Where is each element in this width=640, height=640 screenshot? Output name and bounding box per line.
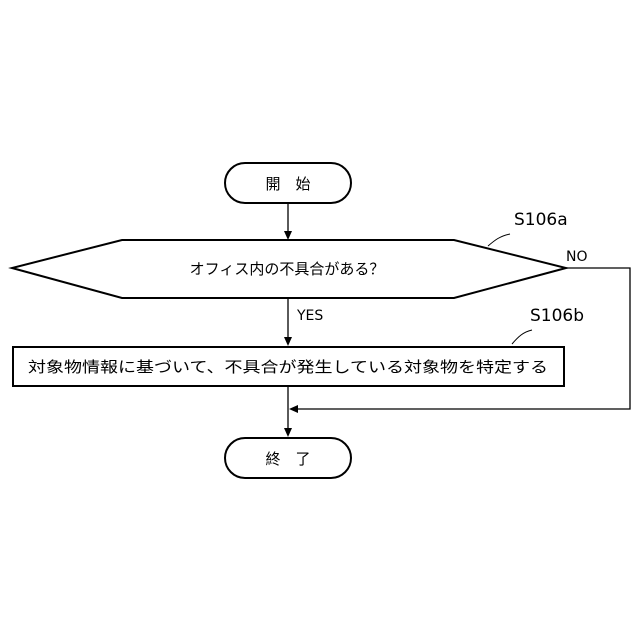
arrowhead-decision <box>284 231 292 240</box>
arrowhead-no-merge <box>289 405 298 413</box>
step-id-s106b-leader <box>512 330 532 344</box>
end-terminal-label: 終 了 <box>265 450 310 468</box>
step-id-s106a-label: S106a <box>514 210 568 230</box>
decision-node: オフィス内の不具合がある？ <box>12 240 566 298</box>
arrowhead-end <box>284 428 292 437</box>
decision-label: オフィス内の不具合がある？ <box>190 260 385 278</box>
end-terminal: 終 了 <box>225 438 351 478</box>
process-label: 対象物情報に基づいて、不具合が発生している対象物を特定する <box>28 358 548 376</box>
branch-no-label: NO <box>566 249 588 265</box>
process-node: 対象物情報に基づいて、不具合が発生している対象物を特定する <box>13 347 564 386</box>
step-id-s106a: S106a <box>488 210 568 246</box>
start-terminal-label: 開 始 <box>265 175 310 193</box>
branch-yes-label: YES <box>296 308 323 324</box>
step-id-s106a-leader <box>488 234 510 246</box>
start-terminal: 開 始 <box>225 163 351 203</box>
arrowhead-process <box>284 337 292 346</box>
step-id-s106b: S106b <box>512 306 584 344</box>
step-id-s106b-label: S106b <box>530 306 584 326</box>
